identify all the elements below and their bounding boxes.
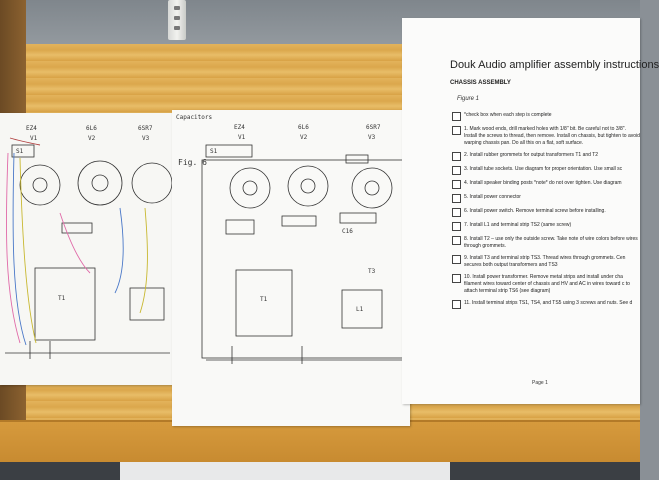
capacitors-label: Capacitors: [176, 114, 213, 121]
left-schematic-sheet: EZ4 V1 6L6 V2 6SR7 V3 S1 T1: [0, 113, 173, 385]
checkbox[interactable]: [452, 126, 461, 135]
checklist-item: 1. Mark wood ends, drill marked holes wi…: [452, 126, 640, 148]
left-schematic-drawing: [5, 137, 173, 359]
checklist-text: 2. Install rubber grommets for output tr…: [464, 152, 599, 158]
figure-label: Fig. 6: [178, 158, 207, 167]
instruction-sheet: Douk Audio amplifier assembly instructio…: [402, 18, 659, 404]
tube-label: V1: [30, 135, 38, 142]
checklist-item: 3. Install tube sockets. Use diagram for…: [452, 166, 640, 176]
figure-caption: Figure 1: [457, 96, 480, 102]
checklist-item: 10. Install power transformer. Remove me…: [452, 274, 640, 296]
checklist-item: 11. Install terminal strips TS1, TS4, an…: [452, 300, 640, 310]
checklist-text: 8. Install T2 – use only the outside scr…: [464, 236, 638, 249]
checklist-item: 2. Install rubber grommets for output tr…: [452, 152, 640, 162]
checklist-text: 10. Install power transformer. Remove me…: [464, 274, 630, 294]
checklist-item: 4. Install speaker binding posts *note* …: [452, 180, 640, 190]
checkbox[interactable]: [452, 166, 461, 175]
middle-schematic-sheet: Capacitors Fig. 6 EZ4 V1 6L6 V2 6SR7 V3 …: [172, 110, 413, 426]
switch-label: S1: [16, 148, 24, 155]
page-number: Page 1: [532, 380, 548, 386]
tube-label: EZ4: [234, 124, 245, 131]
tube-label: V2: [300, 134, 308, 141]
shelf-rail: [168, 0, 186, 40]
checkbox[interactable]: [452, 236, 461, 245]
tube-label: 6SR7: [366, 124, 381, 131]
checklist: *check box when each step is complete 1.…: [452, 112, 640, 314]
tube-label: 6L6: [86, 125, 97, 132]
transformer-label: T1: [260, 296, 268, 303]
checklist-item: 7. Install L1 and terminal strip TS2 (sa…: [452, 222, 640, 232]
rail-slot: [174, 26, 180, 30]
checklist-text: 5. Install power connector: [464, 194, 521, 200]
section-heading: CHASSIS ASSEMBLY: [450, 80, 511, 86]
checklist-text: 6. Install power switch. Remove terminal…: [464, 208, 606, 214]
checkbox[interactable]: [452, 274, 461, 283]
checkbox[interactable]: [452, 112, 461, 121]
switch-label: S1: [210, 148, 218, 155]
checkbox[interactable]: [452, 208, 461, 217]
tube-label: V3: [368, 134, 376, 141]
transformer-label: T3: [368, 268, 376, 275]
tube-label: 6SR7: [138, 125, 153, 132]
checklist-item: 9. Install T3 and terminal strip TS3. Th…: [452, 255, 640, 270]
checklist-item: *check box when each step is complete: [452, 112, 640, 122]
transformer-label: T1: [58, 295, 66, 302]
tube-label: V3: [142, 135, 150, 142]
document-title: Douk Audio amplifier assembly instructio…: [450, 59, 659, 71]
rail-slot: [174, 6, 180, 10]
checkbox[interactable]: [452, 255, 461, 264]
checklist-item: 5. Install power connector: [452, 194, 640, 204]
tube-label: EZ4: [26, 125, 37, 132]
tube-label: V1: [238, 134, 246, 141]
checklist-text: 1. Mark wood ends, drill marked holes wi…: [464, 126, 640, 146]
floor-paper: [120, 462, 450, 480]
checkbox[interactable]: [452, 222, 461, 231]
checkbox[interactable]: [452, 152, 461, 161]
rail-slot: [174, 16, 180, 20]
capacitor-label: C16: [342, 228, 353, 235]
checklist-text: *check box when each step is complete: [464, 112, 552, 118]
shelf-lip: [0, 420, 640, 467]
checkbox[interactable]: [452, 180, 461, 189]
checkbox[interactable]: [452, 194, 461, 203]
tube-label: V2: [88, 135, 96, 142]
checklist-text: 11. Install terminal strips TS1, TS4, an…: [464, 300, 633, 306]
checklist-text: 9. Install T3 and terminal strip TS3. Th…: [464, 255, 626, 268]
tube-label: 6L6: [298, 124, 309, 131]
checklist-text: 7. Install L1 and terminal strip TS2 (sa…: [464, 222, 572, 228]
choke-label: L1: [356, 306, 364, 313]
checklist-text: 3. Install tube sockets. Use diagram for…: [464, 166, 623, 172]
checklist-text: 4. Install speaker binding posts *note* …: [464, 180, 622, 186]
checkbox[interactable]: [452, 300, 461, 309]
checklist-item: 6. Install power switch. Remove terminal…: [452, 208, 640, 218]
checklist-item: 8. Install T2 – use only the outside scr…: [452, 236, 640, 251]
